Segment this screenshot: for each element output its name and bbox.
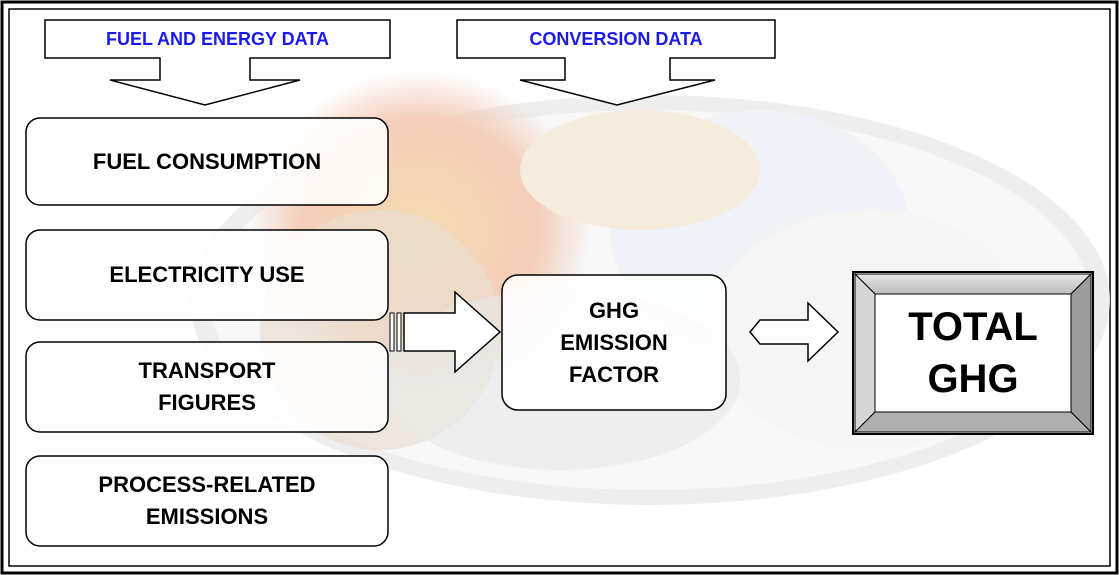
electricity-use-box	[25, 229, 389, 321]
process-emissions-label: PROCESS-RELATED EMISSIONS	[26, 456, 388, 546]
fuel-consumption-box	[25, 117, 389, 206]
total-ghg-label: TOTAL GHG	[875, 294, 1071, 412]
factor-line3: FACTOR	[568, 361, 660, 387]
process-line1: PROCESS-RELATED	[98, 472, 316, 497]
transport-line2: FIGURES	[158, 390, 256, 415]
transport-line1: TRANSPORT	[138, 358, 276, 383]
electricity-use-text: ELECTRICITY USE	[109, 262, 305, 287]
fuel-consumption-label: FUEL CONSUMPTION	[26, 118, 388, 205]
emission-factor-box	[501, 274, 727, 411]
inputs-to-factor-arrow	[389, 290, 502, 374]
transport-figures-label: TRANSPORT FIGURES	[26, 342, 388, 432]
fuel-energy-header-callout	[44, 19, 391, 106]
total-line2: GHG	[927, 357, 1019, 401]
factor-line1: GHG	[588, 297, 640, 323]
process-line2: EMISSIONS	[145, 504, 269, 529]
transport-figures-box	[25, 341, 389, 433]
inner-border	[8, 8, 1111, 567]
fuel-consumption-text: FUEL CONSUMPTION	[92, 148, 322, 174]
fuel-energy-header: FUEL AND ENERGY DATA	[105, 28, 329, 49]
total-ghg-frame	[852, 271, 1094, 435]
conversion-header-callout	[456, 19, 776, 106]
factor-line2: EMISSION	[560, 329, 668, 355]
conversion-header: CONVERSION DATA	[529, 28, 703, 49]
factor-to-total-arrow	[749, 301, 840, 363]
total-line1: TOTAL	[908, 305, 1038, 349]
emission-factor-label: GHG EMISSION FACTOR	[502, 275, 726, 410]
process-emissions-box	[25, 455, 389, 547]
electricity-use-label: ELECTRICITY USE	[26, 230, 388, 320]
